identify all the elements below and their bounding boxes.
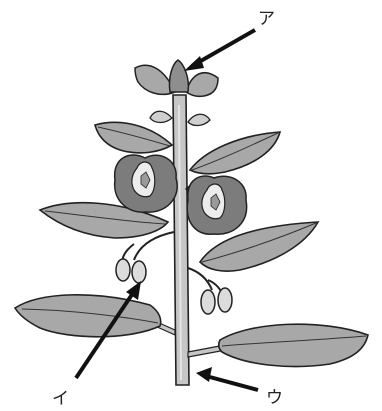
- leaflet-left: [150, 111, 172, 122]
- leaflet-right: [188, 114, 210, 125]
- shoot-apex: [169, 60, 188, 92]
- top-leaf-right: [186, 73, 218, 97]
- flower-right: [187, 176, 246, 234]
- label-i: イ: [52, 389, 69, 409]
- flower-left: [115, 155, 178, 212]
- arrow-u: [196, 367, 258, 390]
- leaf-lower-right: [219, 324, 368, 366]
- leaf-upper-left: [95, 122, 172, 153]
- leaf-lower-left: [15, 295, 161, 337]
- bud-right-1: [201, 290, 215, 314]
- label-a: ア: [258, 9, 275, 29]
- bud-right-2: [218, 288, 232, 312]
- bud-left-1: [116, 259, 130, 281]
- bud-left-2: [132, 261, 146, 283]
- label-u: ウ: [266, 388, 283, 408]
- arrow-a: [184, 30, 255, 71]
